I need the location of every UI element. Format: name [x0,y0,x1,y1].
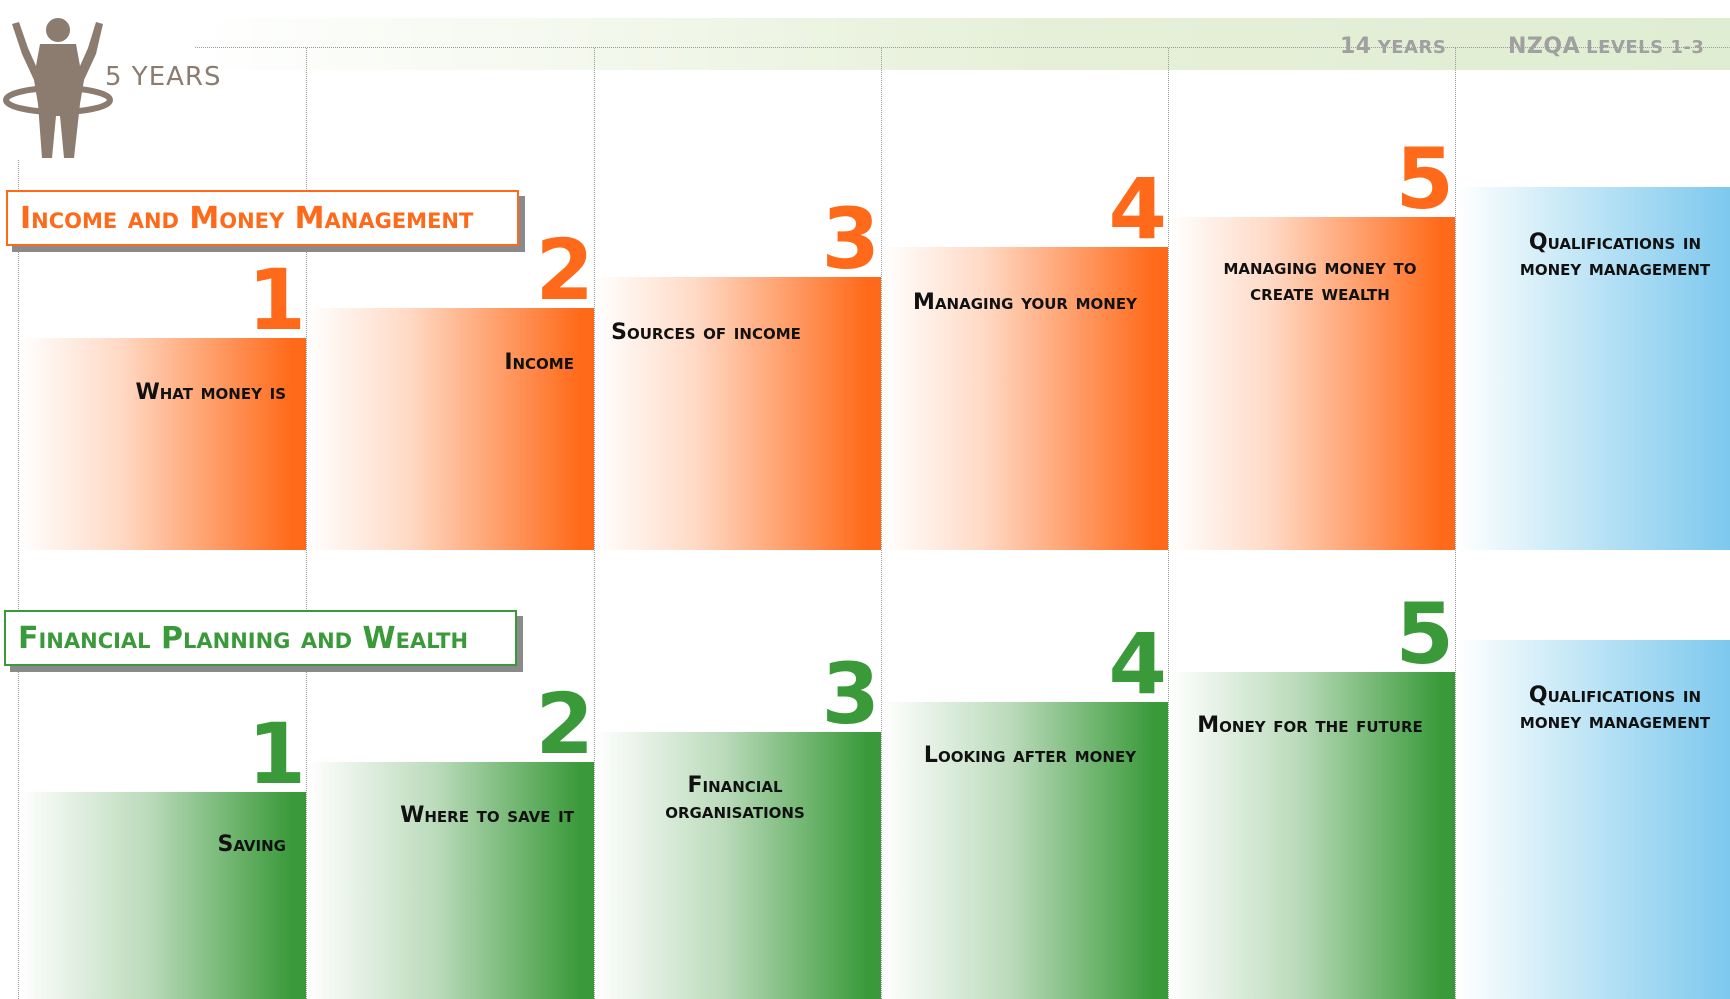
level-label: managing money to create wealth [1223,255,1417,306]
level-label: Money for the future [1197,713,1423,738]
grid-line [1455,48,1456,999]
level-number: 5 [1395,130,1454,228]
level-label: Income [504,350,574,375]
child-hoop-illustration [3,18,113,158]
level-number: 2 [535,675,594,773]
strand-title: Financial Planning and Wealth [18,620,469,656]
level-label: Where to save it [400,803,574,828]
nzqa-label: NZQA LEVELS 1-3 [1508,34,1704,59]
grid-line [594,48,595,999]
level-label: What money is [135,380,286,405]
level-number: 4 [1108,160,1167,258]
strand-heading-income: Income and Money Management [6,190,519,246]
level-number: 3 [821,645,880,743]
level-bar [20,792,306,999]
qualification-bar [1457,187,1730,550]
end-age-number: 14 [1340,34,1372,59]
grid-line [18,160,19,999]
nzqa-main: NZQA [1508,34,1581,59]
level-number: 1 [247,705,306,803]
start-age-label: 5 YEARS [105,62,222,92]
end-age-unit: YEARS [1377,37,1447,58]
level-bar [1170,217,1455,550]
level-bar [883,702,1168,999]
grid-line [881,48,882,999]
level-label: Managing your money [913,290,1137,315]
level-label: Sources of income [611,320,801,345]
level-number: 2 [535,221,594,319]
strand-heading-planning: Financial Planning and Wealth [4,610,517,666]
qualification-bar [1457,640,1730,999]
level-label: Financial organisations [665,773,805,824]
level-label: Looking after money [923,743,1137,768]
grid-line [1168,48,1169,999]
level-bar [1170,672,1455,999]
level-number: 1 [247,251,306,349]
level-bar [596,277,881,550]
level-bar [596,732,881,999]
level-number: 4 [1108,615,1167,713]
level-number: 3 [821,190,880,288]
top-age-band [195,18,1730,70]
qualification-label: Qualifications in money management [1519,683,1711,734]
qualification-label: Qualifications in money management [1519,230,1711,281]
level-label: Saving [217,832,287,857]
strand-title: Income and Money Management [20,200,474,236]
level-bar [308,308,594,550]
level-bar [20,338,306,550]
grid-line [306,48,307,999]
level-bar [883,247,1168,550]
end-age-label: 14 YEARS [1340,34,1446,59]
level-bar [308,762,594,999]
top-dotted-line [195,47,1730,48]
level-number: 5 [1395,585,1454,683]
nzqa-levels: LEVELS 1-3 [1586,37,1705,58]
